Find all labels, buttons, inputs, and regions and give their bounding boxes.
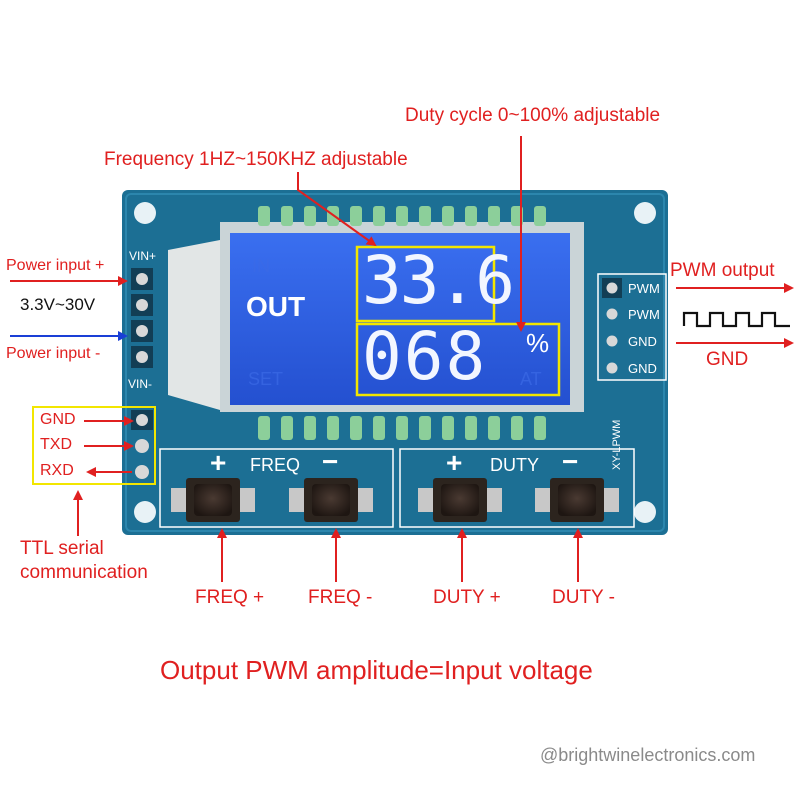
pin-pwm-1-silk: PWM (628, 281, 660, 296)
lcd-frequency-value: 33.6 (362, 242, 515, 319)
serial-header (131, 410, 153, 479)
mounting-hole (634, 501, 656, 523)
vin-plus-silk: VIN+ (129, 249, 157, 263)
svg-text:IN: IN (252, 256, 270, 276)
ttl-serial-annotation-line2: communication (20, 562, 148, 583)
vin-header (131, 268, 153, 368)
watermark: @brightwinelectronics.com (540, 745, 756, 765)
serial-highlight-box (32, 406, 156, 485)
frequency-annotation: Frequency 1HZ~150KHZ adjustable (104, 149, 408, 170)
duty-group-silk: DUTY (490, 455, 539, 475)
freq-plus-switch (171, 478, 255, 522)
voltage-range-annotation: 3.3V~30V (20, 295, 96, 314)
duty-plus-switch (418, 478, 502, 522)
frequency-arrow (297, 172, 377, 247)
freq-minus-annotation: FREQ - (308, 587, 373, 608)
freq-minus-sign: − (322, 446, 339, 477)
freq-group-silk: FREQ (250, 455, 301, 475)
output-header-outline (597, 273, 667, 381)
lcd-percent-symbol: % (526, 328, 550, 358)
duty-minus-sign: − (562, 446, 579, 477)
svg-text:AT: AT (520, 369, 542, 389)
ttl-serial-annotation-line1: TTL serial (20, 538, 104, 559)
duty-button-group-outline (399, 448, 635, 528)
rxd-serial-annotation: RXD (40, 462, 74, 479)
mounting-hole (134, 202, 156, 224)
svg-text:SET: SET (248, 369, 283, 389)
pin-pwm-2-silk: PWM (628, 307, 660, 322)
pin-gnd-2-silk: GND (628, 361, 657, 376)
pwm-output-annotation: PWM output (670, 260, 775, 281)
duty-cycle-annotation: Duty cycle 0~100% adjustable (405, 105, 661, 126)
mounting-hole (134, 501, 156, 523)
gnd-serial-annotation: GND (40, 411, 76, 428)
pwm-waveform (682, 311, 790, 328)
output-header (602, 278, 622, 374)
lcd-top-pins (258, 206, 546, 226)
frequency-highlight-box (355, 245, 496, 323)
freq-plus-sign: + (210, 447, 227, 478)
lcd-out-label: OUT (246, 291, 306, 322)
amplitude-note: Output PWM amplitude=Input voltage (160, 655, 593, 685)
lcd-duty-value: 068 (362, 318, 488, 395)
duty-highlight-box (355, 322, 561, 397)
freq-plus-annotation: FREQ + (195, 587, 265, 608)
duty-minus-switch (535, 478, 619, 522)
freq-minus-switch (289, 478, 373, 522)
power-input-plus-annotation: Power input + (6, 257, 105, 274)
duty-plus-sign: + (446, 447, 463, 478)
power-input-minus-annotation: Power input - (6, 345, 101, 362)
mounting-hole (634, 202, 656, 224)
duty-plus-annotation: DUTY + (433, 587, 501, 608)
freq-button-group-outline (159, 448, 394, 528)
vin-minus-silk: VIN- (128, 377, 152, 391)
lcd-bottom-pins (258, 416, 546, 440)
pin-gnd-1-silk: GND (628, 334, 657, 349)
txd-serial-annotation: TXD (40, 436, 72, 453)
lcd-screen (230, 233, 570, 405)
duty-minus-annotation: DUTY - (552, 587, 615, 608)
gnd-output-annotation: GND (706, 349, 749, 370)
model-silk: XY-LPWM (611, 419, 623, 470)
